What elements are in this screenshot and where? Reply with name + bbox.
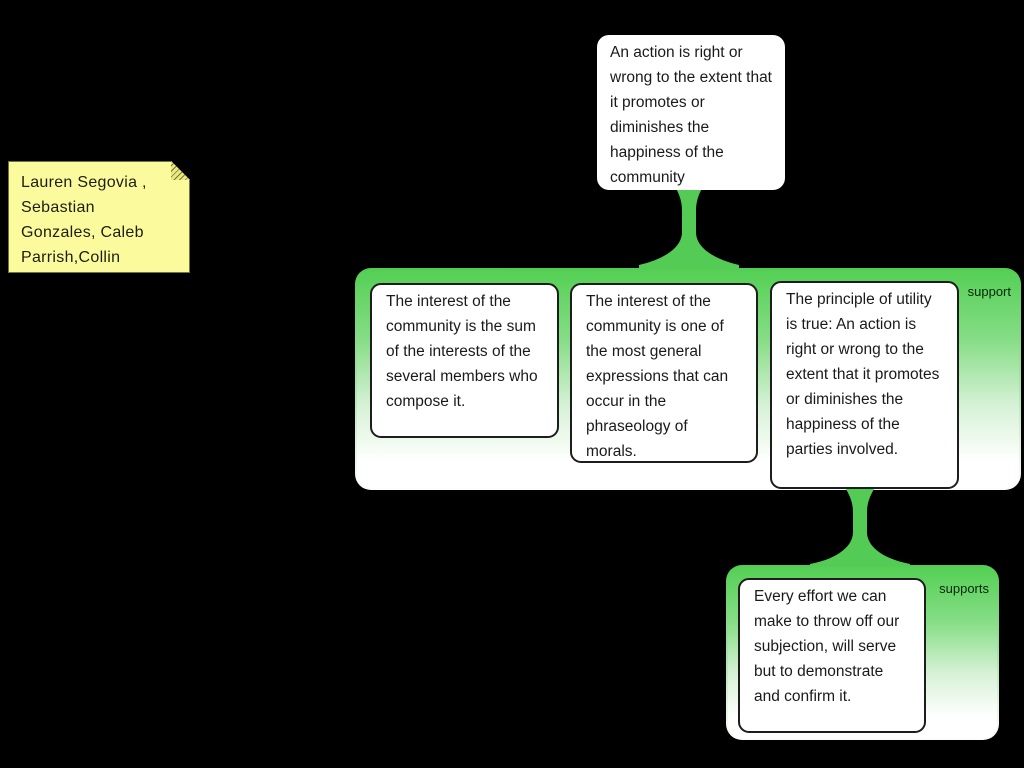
supports-group[interactable]: supports Every effort we can make to thr… [726,565,999,740]
support-group[interactable]: support The interest of the community is… [355,268,1021,490]
reason-box-2-text: The interest of the community is one of … [586,293,729,460]
sticky-note-text: Lauren Segovia , Sebastian Gonzales, Cal… [21,174,147,266]
supports-group-body: supports Every effort we can make to thr… [728,567,997,738]
reason-box-2[interactable]: The interest of the community is one of … [570,283,758,463]
connector-reason-to-supports [810,489,910,569]
reason-box-1[interactable]: The interest of the community is the sum… [370,283,559,438]
reason-box-3-text: The principle of utility is true: An act… [786,291,940,458]
reason-box-3[interactable]: The principle of utility is true: An act… [770,281,959,489]
main-claim-box[interactable]: An action is right or wrong to the exten… [597,35,785,190]
connector-main-to-support [639,186,739,270]
sub-reason-box-text: Every effort we can make to throw off ou… [754,588,900,705]
sub-reason-box[interactable]: Every effort we can make to throw off ou… [738,578,926,733]
main-claim-text: An action is right or wrong to the exten… [610,44,772,186]
support-group-label: support [967,284,1011,299]
support-group-body: support The interest of the community is… [357,270,1019,489]
note-fold-corner-icon [171,161,190,180]
sticky-note[interactable]: Lauren Segovia , Sebastian Gonzales, Cal… [8,161,190,273]
reason-box-1-text: The interest of the community is the sum… [386,293,538,410]
supports-group-label: supports [939,581,989,596]
